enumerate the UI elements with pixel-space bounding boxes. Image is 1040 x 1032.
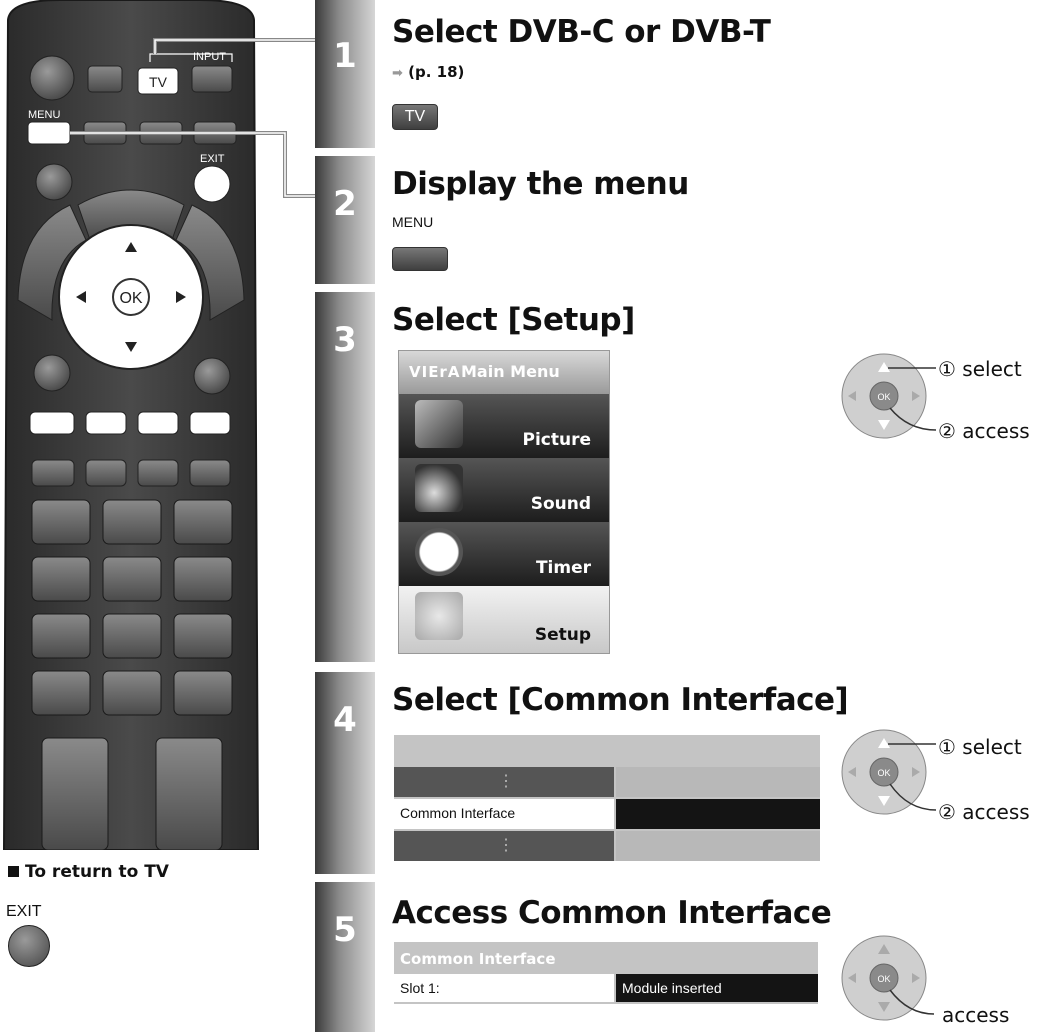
- ok-dial-step5-label: OK: [877, 974, 890, 984]
- step3-select-annotation: ① select: [938, 357, 1022, 381]
- arrow-right-icon: ➡: [392, 66, 403, 81]
- viera-logo: VIErA: [409, 363, 461, 381]
- up-arrow-icon: [125, 242, 137, 252]
- common-interface-item-label: Common Interface: [400, 805, 516, 821]
- menu-item-picture[interactable]: Picture: [399, 394, 609, 458]
- up-arrow-icon: [878, 738, 890, 748]
- step-1-bar: 1: [315, 0, 375, 148]
- step-3-bar: 3: [315, 292, 375, 662]
- step-3-number: 3: [333, 320, 357, 360]
- ok-dial-step5: OK: [841, 935, 935, 1021]
- menu-item-sound-label: Sound: [530, 494, 591, 514]
- return-exit-button[interactable]: [8, 925, 50, 967]
- step-5-number: 5: [333, 910, 357, 950]
- setup-list-panel: ⋮ Common Interface ⋮: [394, 735, 820, 861]
- setup-list-value-below: [616, 831, 820, 861]
- setup-list-row-above[interactable]: ⋮: [394, 767, 614, 797]
- step-2-title: Display the menu: [392, 166, 689, 202]
- menu-item-timer[interactable]: Timer: [399, 522, 609, 586]
- step-2-menu-label: MENU: [392, 214, 434, 230]
- step4-access-annotation: ② access: [938, 800, 1030, 824]
- menu-item-setup[interactable]: Setup: [399, 586, 609, 653]
- menu-label: MENU: [28, 109, 60, 121]
- slot-1-status: Module inserted: [616, 974, 818, 1002]
- setup-list-row-below[interactable]: ⋮: [394, 831, 614, 861]
- return-heading: To return to TV: [8, 862, 169, 882]
- menu-item-timer-label: Timer: [535, 558, 591, 578]
- step-1-ref-text: (p. 18): [408, 63, 465, 81]
- left-arrow-icon: [76, 291, 86, 303]
- music-note-icon: [415, 464, 463, 512]
- step-1-title: Select DVB-C or DVB-T: [392, 14, 771, 50]
- common-interface-panel: Common Interface Slot 1: Module inserted: [394, 942, 818, 1004]
- setup-list-value-common-interface: [616, 799, 820, 829]
- return-exit-label: EXIT: [6, 903, 42, 920]
- ok-dial-step4: OK: [841, 729, 937, 815]
- setup-list-value-above: [616, 767, 820, 797]
- step-1-number: 1: [333, 36, 357, 76]
- connector-lines: [70, 38, 318, 198]
- power-button[interactable]: [29, 55, 75, 101]
- menu-item-sound[interactable]: Sound: [399, 458, 609, 522]
- down-arrow-icon: [878, 420, 890, 430]
- tv-key[interactable]: [137, 67, 179, 95]
- setup-list-row-common-interface[interactable]: Common Interface: [394, 799, 614, 829]
- menu-item-setup-label: Setup: [534, 625, 591, 645]
- slot-1-status-text: Module inserted: [622, 980, 722, 996]
- up-arrow-icon: [878, 362, 890, 372]
- setup-tool-icon: [415, 592, 463, 640]
- return-heading-text: To return to TV: [25, 862, 169, 882]
- step-4-number: 4: [333, 700, 357, 740]
- step-1-ref: ➡ (p. 18): [392, 63, 464, 81]
- down-arrow-icon: [878, 796, 890, 806]
- exit-label: EXIT: [200, 153, 225, 165]
- step4-select-annotation: ① select: [938, 735, 1022, 759]
- step5-access-annotation: access: [942, 1003, 1010, 1027]
- tv-key-label: TV: [149, 74, 168, 90]
- step3-access-annotation: ② access: [938, 419, 1030, 443]
- ci-panel-title: Common Interface: [400, 950, 556, 968]
- ok-dial-step4-label: OK: [877, 768, 890, 778]
- step-4-bar: 4: [315, 672, 375, 874]
- slot-1-label: Slot 1:: [400, 980, 440, 996]
- ok-label: OK: [119, 290, 142, 307]
- remote-control: TV INPUT MENU EXIT OK: [2, 0, 260, 850]
- slot-1-row[interactable]: Slot 1:: [394, 974, 614, 1002]
- ellipsis-icon: ⋮: [498, 837, 514, 854]
- ok-button[interactable]: [112, 278, 150, 316]
- viera-menu-header: VIErA Main Menu: [399, 351, 609, 394]
- down-arrow-icon: [125, 342, 137, 352]
- step-2-menu-key[interactable]: [392, 247, 448, 271]
- step-3-title: Select [Setup]: [392, 302, 635, 338]
- ok-dial-step3-label: OK: [877, 392, 890, 402]
- step-1-tv-key[interactable]: TV: [392, 104, 438, 130]
- bullet-square-icon: [8, 866, 19, 877]
- exit-key[interactable]: [193, 165, 231, 203]
- step-2-bar: 2: [315, 156, 375, 284]
- viera-main-menu: VIErA Main Menu Picture Sound Timer Setu…: [398, 350, 610, 654]
- clock-icon: [415, 528, 463, 576]
- step-5-title: Access Common Interface: [392, 895, 832, 931]
- picture-icon: [415, 400, 463, 448]
- step-5-bar: 5: [315, 882, 375, 1032]
- right-arrow-icon: [176, 291, 186, 303]
- step-2-number: 2: [333, 184, 357, 224]
- ellipsis-icon: ⋮: [498, 773, 514, 790]
- viera-menu-title: Main Menu: [461, 362, 560, 381]
- menu-item-picture-label: Picture: [522, 430, 591, 450]
- ok-dial-step3: OK: [841, 353, 937, 439]
- step-4-title: Select [Common Interface]: [392, 682, 849, 718]
